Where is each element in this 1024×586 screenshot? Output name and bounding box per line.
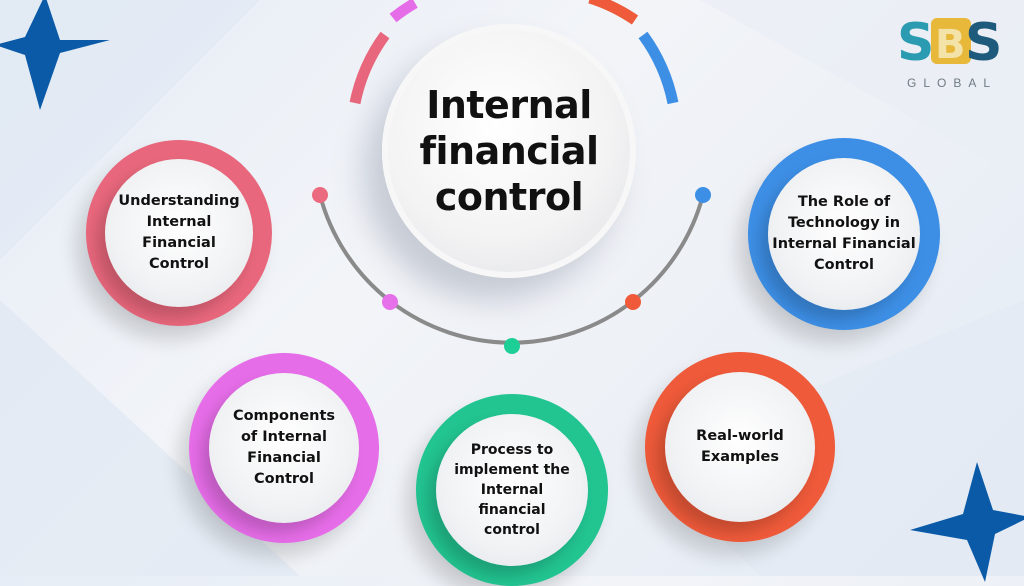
topic-real-world: Real-world Examples (645, 352, 835, 542)
topic-label: The Role of Technology in Internal Finan… (772, 194, 916, 273)
center-topic-circle: Internal financial control (382, 24, 636, 278)
topic-understanding: Understanding Internal Financial Control (86, 140, 272, 326)
logo-subtitle: GLOBAL (906, 76, 998, 90)
sbs-global-logo: S B S GLOBAL (893, 14, 1011, 94)
center-title: Internal financial control (399, 82, 619, 220)
top-arc-magenta (389, 0, 418, 23)
topic-technology: The Role of Technology in Internal Finan… (748, 138, 940, 330)
top-arc-orange (588, 0, 639, 25)
svg-text:S: S (897, 14, 934, 68)
center-title-line: financial (419, 129, 599, 173)
topic-process: Process to implement the Internal financ… (416, 394, 608, 586)
center-title-line: control (434, 175, 584, 219)
sbs-logo-icon: S B S (897, 14, 1002, 68)
top-arc-blue (638, 31, 679, 105)
connector-dot-green (504, 338, 520, 354)
topic-components: Components of Internal Financial Control (189, 353, 379, 543)
star-top-left-icon (0, 0, 110, 110)
svg-text:B: B (935, 22, 966, 68)
connector-dot-orange (625, 294, 641, 310)
topic-label: Understanding Internal Financial Control (118, 193, 240, 272)
topic-label: Components of Internal Financial Control (232, 408, 336, 487)
center-title-line: Internal (426, 83, 592, 127)
connector-dot-blue (695, 187, 711, 203)
star-bottom-right-icon (910, 462, 1024, 582)
topic-label: Process to implement the Internal financ… (454, 442, 570, 538)
connector-dot-magenta (382, 294, 398, 310)
svg-text:S: S (965, 14, 1002, 68)
topic-label: Real-world Examples (696, 428, 784, 465)
connector-dot-pink (312, 187, 328, 203)
top-arc-pink (349, 31, 390, 105)
